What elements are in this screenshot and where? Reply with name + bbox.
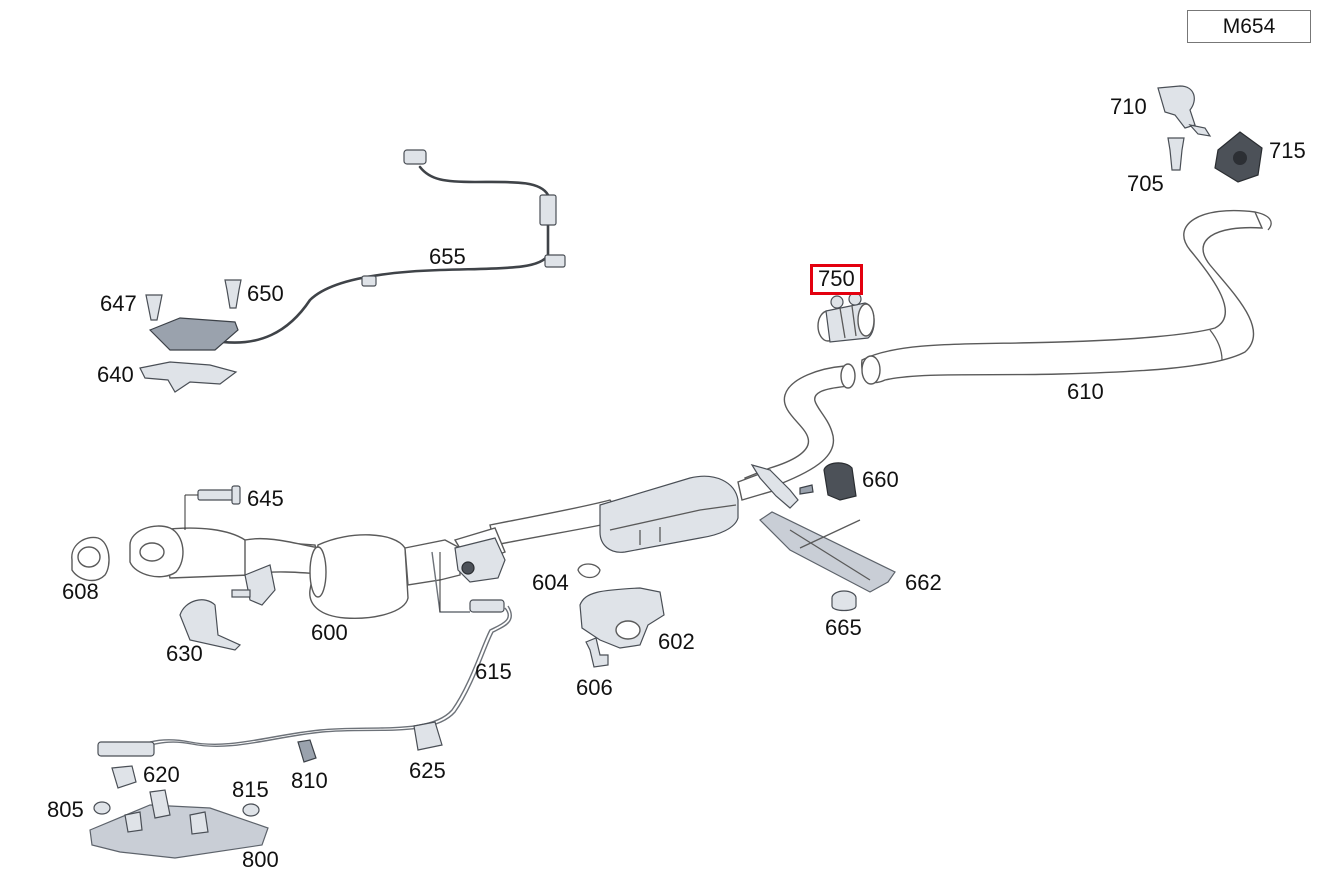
label-665[interactable]: 665 [825,615,862,640]
bolt-647-drawing[interactable] [145,294,163,321]
screw-606-drawing[interactable] [585,637,609,668]
label-800[interactable]: 800 [242,847,279,872]
label-710[interactable]: 710 [1110,94,1147,119]
label-715[interactable]: 715 [1269,138,1306,163]
sensor-wire-615-drawing[interactable] [149,551,512,747]
label-705[interactable]: 705 [1127,171,1164,196]
bolt-650-drawing[interactable] [224,279,242,309]
label-805[interactable]: 805 [47,797,84,822]
label-640[interactable]: 640 [97,362,134,387]
label-608[interactable]: 608 [62,579,99,604]
highlight-box-750 [810,264,863,295]
label-630[interactable]: 630 [166,641,203,666]
nut-805-drawing[interactable] [93,801,111,815]
clamp-750-drawing[interactable] [817,292,875,343]
label-750[interactable]: 750 [818,266,855,291]
bolt-705-drawing[interactable] [1167,137,1185,171]
heat-shield-plate-662-drawing[interactable] [759,511,896,593]
label-810[interactable]: 810 [291,768,328,793]
label-615[interactable]: 615 [475,659,512,684]
clip-604-drawing[interactable] [577,563,601,579]
rubber-mount-715-drawing[interactable] [1214,131,1263,183]
bracket-640-drawing[interactable] [139,361,238,393]
engine-code-box: M654 [1187,10,1311,43]
label-610[interactable]: 610 [1067,379,1104,404]
label-650[interactable]: 650 [247,281,284,306]
bracket-plate-800-drawing[interactable] [89,789,269,859]
bolt-645-drawing[interactable] [197,485,241,505]
rubber-mount-660-drawing[interactable] [799,462,857,501]
clip-810-drawing[interactable] [297,739,317,763]
label-655[interactable]: 655 [429,244,466,269]
sensor-clamp-drawing [454,537,506,583]
rear-pipe-610-drawing[interactable] [861,209,1272,385]
support-630-drawing[interactable] [179,564,276,651]
bracket-drawing [750,464,799,509]
label-620[interactable]: 620 [143,762,180,787]
clip-625-drawing[interactable] [413,721,443,751]
label-606[interactable]: 606 [576,675,613,700]
label-815[interactable]: 815 [232,777,269,802]
label-602[interactable]: 602 [658,629,695,654]
nut-815-drawing[interactable] [242,803,260,817]
label-600[interactable]: 600 [311,620,348,645]
sensor-module-602-drawing[interactable] [579,587,665,649]
label-645[interactable]: 645 [247,486,284,511]
label-625[interactable]: 625 [409,758,446,783]
label-660[interactable]: 660 [862,467,899,492]
label-604[interactable]: 604 [532,570,569,595]
nut-665-drawing[interactable] [831,590,857,612]
connector-620-drawing[interactable] [97,741,155,789]
catalyst-box-drawing [599,469,777,553]
label-662[interactable]: 662 [905,570,942,595]
leader-lines [184,494,441,612]
control-unit-drawing [148,317,239,351]
flange-drawing [129,525,184,578]
harness-655-drawing[interactable] [208,149,566,344]
label-647[interactable]: 647 [100,291,137,316]
hanger-710-drawing[interactable] [1157,85,1212,137]
gasket-608-drawing[interactable] [71,536,110,582]
